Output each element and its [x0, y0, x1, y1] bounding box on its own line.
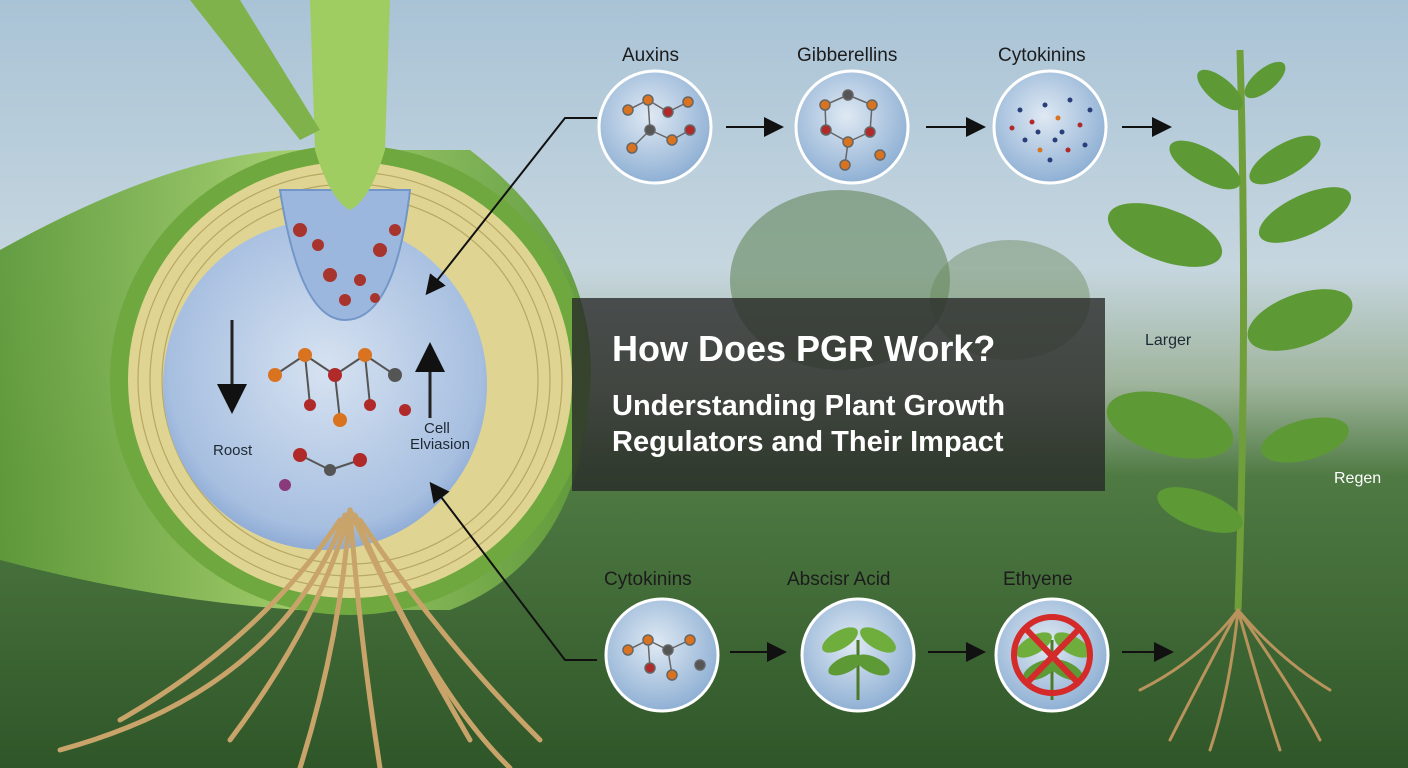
label-larger: Larger	[1145, 332, 1192, 349]
roots	[57, 507, 543, 768]
leaf-blade	[190, 0, 320, 140]
prohibited-leaf-icon	[1011, 614, 1093, 700]
label-auxins: Auxins	[622, 45, 680, 66]
connectors	[425, 117, 1174, 662]
label-elviasion: Elviasion	[410, 436, 471, 453]
bubble-gibberellins	[794, 69, 910, 185]
title-box: How Does PGR Work? Understanding Plant G…	[572, 298, 1105, 491]
growing-plant	[1106, 49, 1353, 752]
page-subtitle-line1: Understanding Plant Growth	[612, 390, 1006, 422]
label-gibberellins: Gibberellins	[797, 45, 898, 66]
particles-icon	[1009, 97, 1093, 163]
label-roost: Roost	[213, 442, 253, 459]
label-regen: Regen	[1334, 470, 1382, 487]
bubble-auxins	[597, 69, 713, 185]
central-stalk	[310, 0, 390, 210]
page-title: How Does PGR Work?	[612, 328, 996, 369]
label-cytokinins-bottom: Cytokinins	[604, 569, 692, 590]
vacuole-atoms	[268, 348, 411, 491]
label-abscisic-acid: Abscisr Acid	[787, 569, 891, 590]
molecule-icon	[622, 94, 696, 154]
label-ethylene: Ethyene	[1003, 569, 1073, 590]
plant-roots	[1138, 608, 1332, 752]
label-cytokinins-top: Cytokinins	[998, 45, 1086, 66]
connector-bottom	[429, 481, 597, 661]
red-cluster	[293, 223, 401, 306]
page-subtitle-line2: Regulators and Their Impact	[612, 426, 1004, 458]
bubble-cytokinins-bottom	[604, 597, 720, 713]
leaf-icon	[822, 627, 896, 700]
bubble-cytokinins-top	[992, 69, 1108, 185]
plant-leaves	[1106, 61, 1353, 533]
bubble-abscisic-acid	[800, 597, 916, 713]
plant-stem	[1234, 49, 1248, 611]
bubble-ethylene	[994, 597, 1110, 713]
label-cell: Cell	[424, 420, 450, 437]
stem-cross-section	[0, 0, 591, 768]
molecule-icon	[819, 89, 886, 171]
vacuole	[163, 220, 487, 550]
stem-indent	[278, 189, 412, 322]
connector-top	[425, 117, 597, 296]
molecule-icon	[622, 634, 706, 681]
